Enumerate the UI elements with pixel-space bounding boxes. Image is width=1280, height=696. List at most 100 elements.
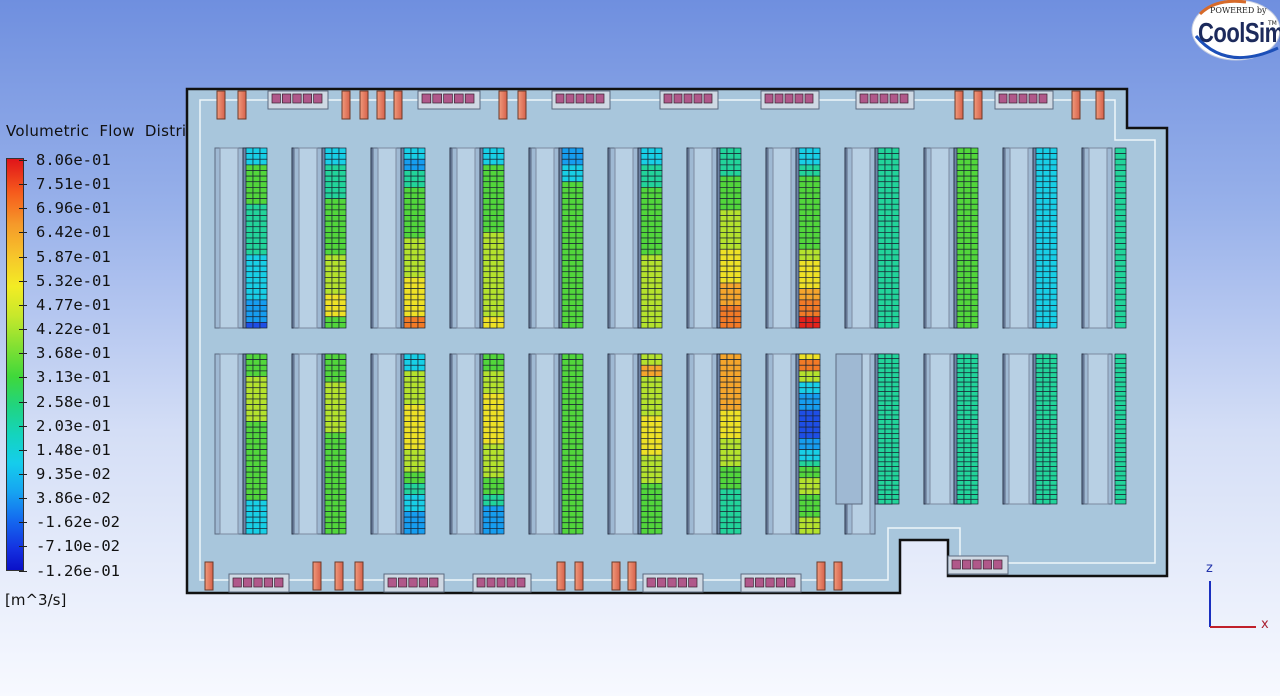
perforated-tile[interactable] — [726, 353, 735, 360]
perforated-tile[interactable] — [884, 299, 893, 306]
perforated-tile[interactable] — [403, 381, 412, 389]
perforated-tile[interactable] — [805, 209, 814, 216]
perforated-tile[interactable] — [245, 220, 254, 228]
perforated-tile[interactable] — [812, 438, 821, 445]
perforated-tile[interactable] — [733, 187, 742, 194]
perforated-tile[interactable] — [733, 426, 742, 434]
perforated-tile[interactable] — [733, 164, 742, 171]
perforated-tile[interactable] — [245, 282, 254, 289]
perforated-tile[interactable] — [970, 484, 979, 491]
perforated-tile[interactable] — [575, 528, 584, 535]
perforated-tile[interactable] — [1035, 153, 1044, 160]
perforated-tile[interactable] — [654, 254, 663, 261]
perforated-tile[interactable] — [259, 170, 268, 177]
perforated-tile[interactable] — [647, 376, 656, 383]
perforated-tile[interactable] — [970, 405, 979, 411]
perforated-tile[interactable] — [496, 511, 505, 518]
perforated-tile[interactable] — [403, 209, 412, 216]
perforated-tile[interactable] — [252, 192, 261, 199]
perforated-tile[interactable] — [331, 359, 340, 366]
perforated-tile[interactable] — [726, 316, 735, 323]
perforated-tile[interactable] — [245, 522, 254, 529]
perforated-tile[interactable] — [1042, 461, 1051, 467]
perforated-tile[interactable] — [1042, 305, 1051, 312]
perforated-tile[interactable] — [812, 376, 821, 383]
perforated-tile[interactable] — [417, 499, 426, 507]
perforated-tile[interactable] — [1114, 299, 1127, 306]
perforated-tile[interactable] — [575, 248, 584, 256]
perforated-tile[interactable] — [726, 203, 735, 211]
perforated-tile[interactable] — [963, 470, 972, 477]
crac-unit[interactable] — [556, 561, 566, 591]
perforated-tile[interactable] — [489, 248, 498, 256]
perforated-tile[interactable] — [482, 316, 491, 323]
perforated-tile[interactable] — [259, 393, 268, 400]
perforated-tile[interactable] — [654, 443, 663, 450]
perforated-tile[interactable] — [798, 215, 807, 222]
perforated-tile[interactable] — [719, 277, 728, 284]
perforated-tile[interactable] — [568, 237, 577, 244]
perforated-tile[interactable] — [338, 359, 347, 366]
perforated-tile[interactable] — [647, 198, 656, 205]
perforated-tile[interactable] — [324, 438, 333, 445]
perforated-tile[interactable] — [403, 198, 412, 205]
perforated-tile[interactable] — [798, 415, 807, 422]
perforated-tile[interactable] — [410, 277, 419, 284]
perforated-tile[interactable] — [417, 381, 426, 389]
perforated-tile[interactable] — [733, 353, 742, 360]
perforated-tile[interactable] — [956, 438, 965, 444]
perforated-tile[interactable] — [575, 254, 584, 261]
perforated-tile[interactable] — [1042, 322, 1051, 329]
perforated-tile[interactable] — [970, 254, 979, 261]
perforated-tile[interactable] — [482, 353, 491, 360]
perforated-tile[interactable] — [561, 215, 570, 222]
perforated-tile[interactable] — [252, 147, 261, 154]
perforated-tile[interactable] — [884, 400, 893, 406]
perforated-tile[interactable] — [891, 243, 900, 250]
perforated-tile[interactable] — [417, 260, 426, 267]
perforated-tile[interactable] — [647, 209, 656, 216]
perforated-tile[interactable] — [640, 415, 649, 422]
perforated-tile[interactable] — [259, 409, 268, 417]
perforated-tile[interactable] — [496, 381, 505, 389]
perforated-tile[interactable] — [970, 164, 979, 171]
perforated-tile[interactable] — [1042, 203, 1051, 211]
perforated-tile[interactable] — [252, 305, 261, 312]
perforated-tile[interactable] — [640, 164, 649, 171]
perforated-tile[interactable] — [719, 483, 728, 490]
perforated-tile[interactable] — [640, 282, 649, 289]
perforated-tile[interactable] — [245, 164, 254, 171]
perforated-tile[interactable] — [259, 181, 268, 188]
perforated-tile[interactable] — [1049, 498, 1058, 505]
perforated-tile[interactable] — [245, 187, 254, 194]
perforated-tile[interactable] — [726, 215, 735, 222]
perforated-tile[interactable] — [338, 153, 347, 160]
perforated-tile[interactable] — [970, 367, 979, 374]
perforated-tile[interactable] — [403, 370, 412, 377]
perforated-tile[interactable] — [877, 405, 886, 411]
perforated-tile[interactable] — [417, 511, 426, 518]
perforated-tile[interactable] — [331, 353, 340, 360]
perforated-tile[interactable] — [496, 147, 505, 154]
perforated-tile[interactable] — [403, 466, 412, 473]
perforated-tile[interactable] — [410, 181, 419, 188]
perforated-tile[interactable] — [489, 404, 498, 411]
perforated-tile[interactable] — [654, 438, 663, 445]
perforated-tile[interactable] — [575, 316, 584, 323]
perforated-tile[interactable] — [956, 480, 965, 486]
perforated-tile[interactable] — [338, 175, 347, 183]
perforated-tile[interactable] — [877, 282, 886, 289]
perforated-tile[interactable] — [798, 483, 807, 490]
perforated-tile[interactable] — [568, 381, 577, 389]
perforated-tile[interactable] — [417, 505, 426, 512]
perforated-tile[interactable] — [812, 310, 821, 318]
perforated-tile[interactable] — [259, 153, 268, 160]
perforated-tile[interactable] — [726, 421, 735, 428]
perforated-tile[interactable] — [259, 359, 268, 366]
perforated-tile[interactable] — [338, 170, 347, 177]
perforated-tile[interactable] — [812, 215, 821, 222]
perforated-tile[interactable] — [1114, 372, 1127, 378]
perforated-tile[interactable] — [403, 282, 412, 289]
perforated-tile[interactable] — [654, 499, 663, 507]
perforated-tile[interactable] — [891, 248, 900, 256]
